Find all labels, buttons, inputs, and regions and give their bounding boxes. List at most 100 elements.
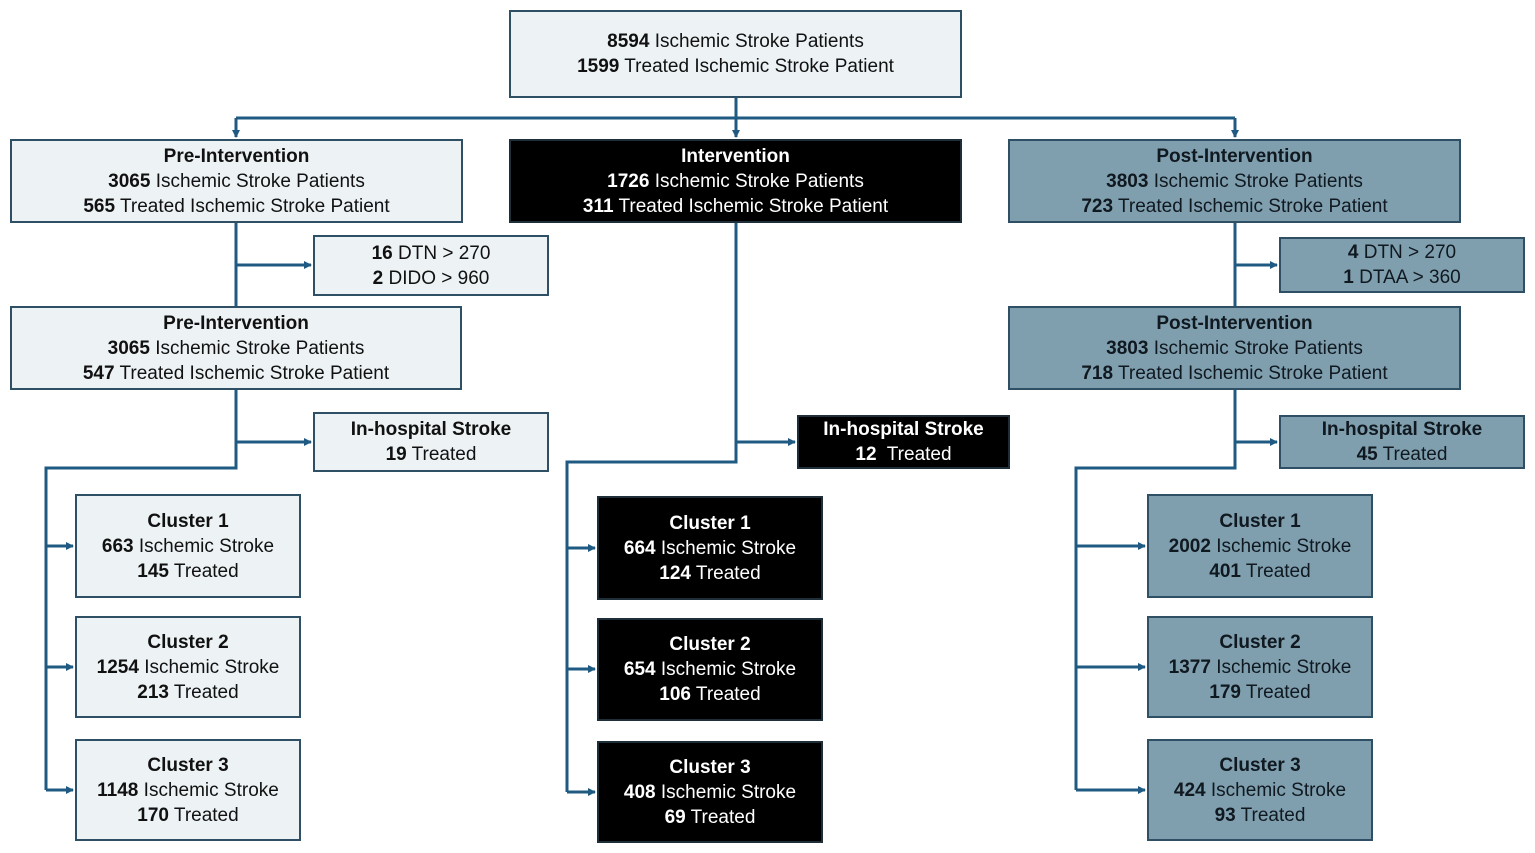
intervention-inhospital-treated: 12 Treated (855, 442, 951, 467)
root-line-2: 1599 Treated Ischemic Stroke Patient (577, 54, 894, 79)
root-treated-label: Treated Ischemic Stroke Patient (619, 56, 894, 77)
pre-trunk-2 (44, 390, 238, 790)
cluster-treated: 124 Treated (659, 561, 760, 586)
post-cluster-1-box: Cluster 1 2002 Ischemic Stroke 401 Treat… (1147, 494, 1373, 598)
post-exclusion-line-2: 1 DTAA > 360 (1343, 265, 1460, 290)
label: Ischemic Stroke Patients (1148, 337, 1363, 359)
label: Treated (690, 562, 761, 584)
post-exclusion-box: 4 DTN > 270 1 DTAA > 360 (1279, 237, 1525, 293)
label: Ischemic Stroke Patients (1148, 170, 1363, 192)
cluster-patients: 664 Ischemic Stroke (624, 536, 796, 561)
intervention-inhospital-title: In-hospital Stroke (823, 419, 984, 440)
cluster-title: Cluster 1 (1219, 510, 1301, 532)
label: Ischemic Stroke (138, 779, 279, 801)
label: Treated (1240, 560, 1311, 582)
count: 93 (1214, 804, 1236, 826)
intervention-treated: 311 Treated Ischemic Stroke Patient (583, 194, 888, 219)
label: DTN > 270 (392, 242, 491, 264)
count: 69 (664, 806, 686, 828)
pre-inhospital-box: In-hospital Stroke 19 Treated (313, 412, 549, 472)
cluster-title: Cluster 3 (669, 756, 751, 778)
pre-intervention-box: Pre-Intervention 3065 Ischemic Stroke Pa… (10, 139, 463, 223)
count: 45 (1356, 444, 1378, 465)
intervention-cluster-1-box: Cluster 1 664 Ischemic Stroke 124 Treate… (597, 496, 823, 600)
cluster-patients: 663 Ischemic Stroke (102, 534, 274, 559)
count: 3803 (1106, 170, 1149, 192)
count: 145 (137, 560, 169, 582)
label: Treated (690, 684, 761, 705)
cluster-treated: 69 Treated (665, 805, 756, 830)
label: Treated Ischemic Stroke Patient (613, 195, 889, 217)
count: 1 (1343, 267, 1354, 288)
count: 2 (372, 267, 384, 289)
count: 424 (1173, 779, 1206, 801)
label: DIDO > 960 (383, 267, 490, 289)
count: 170 (137, 804, 169, 826)
cluster-treated: 106 Treated (659, 682, 760, 707)
label: Treated Ischemic Stroke Patient (115, 195, 390, 217)
pre-cluster-1-box: Cluster 1 663 Ischemic Stroke 145 Treate… (75, 494, 301, 598)
label: Treated (406, 444, 477, 465)
label: Treated Ischemic Stroke Patient (1113, 362, 1388, 384)
post-intervention-patients: 3803 Ischemic Stroke Patients (1106, 169, 1363, 194)
cluster-treated: 179 Treated (1209, 680, 1310, 705)
pre-exclusion-box: 16 DTN > 270 2 DIDO > 960 (313, 235, 549, 296)
pre-intervention-patients: 3065 Ischemic Stroke Patients (108, 169, 365, 194)
count: 1377 (1168, 656, 1211, 678)
label: Treated (168, 681, 239, 703)
label: Ischemic Stroke (1210, 535, 1352, 557)
post-intervention-final-patients: 3803 Ischemic Stroke Patients (1106, 336, 1363, 361)
intervention-cluster-2-box: Cluster 2 654 Ischemic Stroke 106 Treate… (597, 618, 823, 721)
post-intervention-final-treated: 718 Treated Ischemic Stroke Patient (1081, 361, 1387, 386)
label: Ischemic Stroke Patients (149, 337, 365, 359)
label: Ischemic Stroke (133, 535, 275, 557)
label: Ischemic Stroke Patients (649, 170, 864, 192)
count: 12 (855, 444, 877, 465)
pre-intervention-title: Pre-Intervention (163, 145, 310, 167)
pre-inhospital-treated: 19 Treated (386, 442, 477, 467)
label: Treated (1377, 444, 1448, 465)
cluster-patients: 1148 Ischemic Stroke (97, 778, 279, 803)
root-box: 8594 Ischemic Stroke Patients 1599 Treat… (509, 10, 962, 98)
label: Treated (1235, 804, 1306, 826)
label: Treated (876, 444, 952, 465)
count: 4 (1347, 242, 1359, 263)
count: 1148 (97, 779, 139, 801)
intervention-box: Intervention 1726 Ischemic Stroke Patien… (509, 139, 962, 223)
count: 401 (1209, 560, 1241, 582)
pre-intervention-treated: 565 Treated Ischemic Stroke Patient (83, 194, 389, 219)
count: 718 (1081, 362, 1114, 384)
count: 3065 (107, 337, 150, 359)
intervention-trunk (565, 223, 738, 792)
label: Ischemic Stroke (1210, 656, 1352, 678)
root-line-1: 8594 Ischemic Stroke Patients (607, 29, 864, 54)
root-count: 8594 (607, 31, 650, 52)
count: 663 (101, 535, 134, 557)
pre-intervention-final-treated: 547 Treated Ischemic Stroke Patient (83, 361, 389, 386)
cluster-treated: 145 Treated (137, 559, 238, 584)
label: Treated (168, 560, 239, 582)
count: 16 (371, 242, 393, 264)
label: Treated Ischemic Stroke Patient (114, 362, 390, 384)
intervention-cluster-3-box: Cluster 3 408 Ischemic Stroke 69 Treated (597, 741, 823, 843)
count: 408 (623, 781, 656, 803)
cluster-title: Cluster 3 (147, 754, 229, 776)
intervention-patients: 1726 Ischemic Stroke Patients (607, 169, 864, 194)
cluster-patients: 424 Ischemic Stroke (1174, 778, 1346, 803)
pre-inhospital-title: In-hospital Stroke (350, 419, 512, 440)
count: 2002 (1168, 535, 1211, 557)
post-intervention-treated: 723 Treated Ischemic Stroke Patient (1081, 194, 1387, 219)
cluster-patients: 654 Ischemic Stroke (624, 657, 796, 682)
intervention-title: Intervention (681, 145, 790, 167)
post-cluster-2-box: Cluster 2 1377 Ischemic Stroke 179 Treat… (1147, 616, 1373, 718)
count: 124 (659, 562, 691, 584)
count: 565 (83, 195, 116, 217)
root-treated-count: 1599 (577, 56, 620, 77)
label: Ischemic Stroke Patients (150, 170, 365, 192)
count: 106 (659, 684, 691, 705)
count: 547 (82, 362, 115, 384)
label: Treated (685, 806, 756, 828)
label: Ischemic Stroke (655, 659, 797, 680)
cluster-patients: 1254 Ischemic Stroke (97, 655, 280, 680)
post-inhospital-box: In-hospital Stroke 45 Treated (1279, 415, 1525, 469)
